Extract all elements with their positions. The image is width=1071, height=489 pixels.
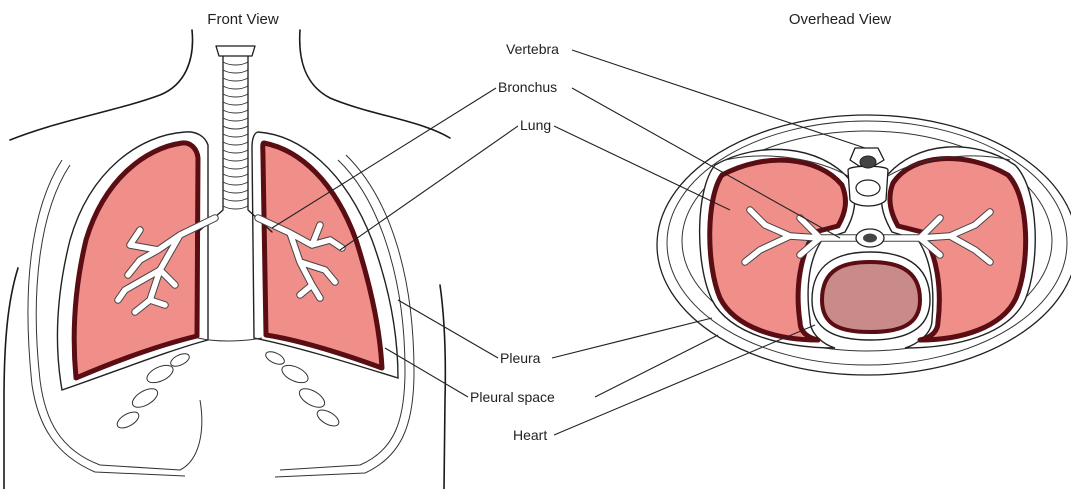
trachea-ring bbox=[223, 182, 248, 185]
trachea-ring bbox=[223, 62, 248, 65]
trachea-ring bbox=[223, 142, 248, 145]
label-vertebra: Vertebra bbox=[506, 41, 559, 57]
trachea-ring bbox=[223, 158, 248, 161]
label-pleura: Pleura bbox=[500, 350, 541, 366]
trachea-ring bbox=[223, 86, 248, 89]
label-lung: Lung bbox=[520, 117, 551, 133]
trachea-ring bbox=[223, 94, 248, 97]
leader-lung-front bbox=[340, 126, 518, 250]
trachea-ring bbox=[223, 174, 248, 177]
lower-ribs-right bbox=[264, 349, 342, 429]
leader-pleural-space-overhead bbox=[595, 335, 718, 397]
torso-outline-left bbox=[10, 30, 193, 140]
heart-overhead bbox=[812, 252, 930, 340]
trachea-ring bbox=[223, 190, 248, 193]
trachea-ring bbox=[223, 198, 248, 201]
trachea-ring bbox=[223, 166, 248, 169]
overhead-view-title: Overhead View bbox=[789, 11, 891, 28]
leader-lung-overhead bbox=[554, 126, 730, 210]
trachea-ring bbox=[223, 78, 248, 81]
front-view-title: Front View bbox=[207, 11, 279, 28]
label-pleural-space: Pleural space bbox=[470, 389, 555, 405]
trachea-ring bbox=[223, 206, 248, 209]
trachea-ring bbox=[223, 118, 248, 121]
trachea-ring bbox=[223, 70, 248, 73]
leader-pleura-overhead bbox=[552, 318, 712, 358]
trachea-ring bbox=[223, 134, 248, 137]
leader-vertebra bbox=[572, 50, 865, 148]
torso-side-left bbox=[4, 268, 18, 489]
trachea-ring bbox=[223, 150, 248, 153]
leader-pleura-front bbox=[398, 300, 498, 358]
trachea-ring bbox=[223, 110, 248, 113]
label-heart: Heart bbox=[513, 427, 547, 443]
overhead-view: Overhead View bbox=[657, 11, 1071, 375]
front-view: Front View bbox=[4, 11, 450, 489]
leader-heart bbox=[554, 325, 815, 435]
label-bronchus: Bronchus bbox=[498, 79, 557, 95]
trachea-ring bbox=[223, 126, 248, 129]
trachea-ring bbox=[223, 102, 248, 105]
torso-outline-right bbox=[300, 30, 450, 138]
torso-side-right bbox=[440, 285, 445, 489]
